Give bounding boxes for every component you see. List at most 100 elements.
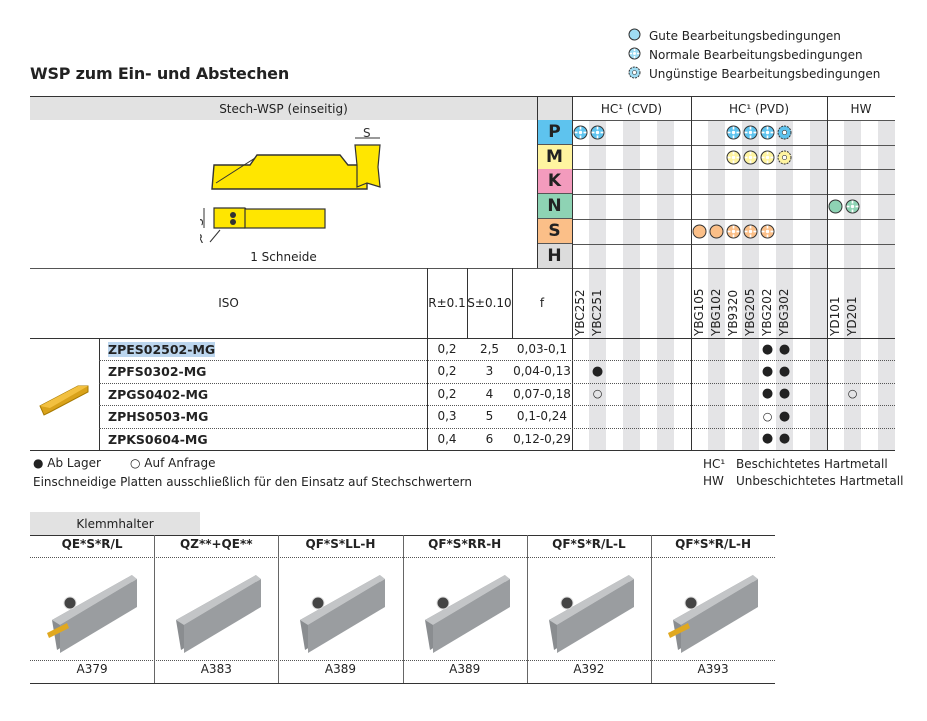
holder-name[interactable]: QZ**+QE** (180, 537, 253, 551)
unfavorable-condition-icon (776, 120, 793, 145)
holder-page[interactable]: A383 (200, 662, 232, 676)
material-m: M (537, 144, 572, 170)
hc-text: Beschichtetes Hartmetall (736, 457, 888, 471)
feed-value: 0,03-0,1 (516, 342, 568, 356)
material-n: N (537, 194, 572, 220)
in-stock-icon: ● (778, 431, 791, 447)
normal-condition-icon (844, 194, 861, 219)
normal-condition-icon (628, 47, 641, 63)
legend-label: Ungünstige Bearbeitungsbedingungen (649, 67, 881, 81)
legend-label: Gute Bearbeitungsbedingungen (649, 29, 841, 43)
s-header: S±0.10 (467, 296, 512, 310)
product-code[interactable]: ZPHS0503-MG (108, 409, 209, 425)
material-k: K (537, 169, 572, 195)
column-stripe (708, 120, 725, 450)
holder-image (539, 565, 639, 658)
holder-image (290, 565, 390, 658)
normal-condition-icon (742, 145, 759, 170)
radius-value: 0,4 (437, 431, 457, 446)
group-hc-pvd: HC¹ (PVD) (691, 97, 827, 120)
in-stock-icon: ● (761, 341, 774, 357)
feed-value: 0,07-0,18 (513, 386, 571, 401)
in-stock-icon: ● (778, 408, 791, 424)
legend-good: Gute Bearbeitungsbedingungen (628, 27, 841, 45)
holder-name[interactable]: QF*S*R/L-H (675, 537, 752, 551)
column-stripe (623, 120, 640, 450)
holder-image (166, 565, 266, 658)
svg-text:S: S (200, 218, 206, 226)
normal-condition-icon (725, 145, 742, 170)
column-stripe (589, 120, 606, 450)
column-stripe (810, 120, 827, 450)
product-code[interactable]: ZPKS0604-MG (108, 431, 208, 447)
normal-condition-icon (759, 145, 776, 170)
normal-condition-icon (742, 219, 759, 244)
holder-page[interactable]: A393 (697, 662, 729, 676)
width-value: 4 (485, 386, 494, 401)
in-stock-icon: ● (761, 363, 774, 379)
unfavorable-condition-icon (628, 66, 641, 82)
column-stripe (776, 120, 793, 450)
holder-name[interactable]: QF*S*RR-H (428, 537, 502, 551)
iso-header: ISO (218, 296, 239, 310)
feed-value: 0,04-0,13 (513, 364, 571, 379)
product-code[interactable]: ZPGS0402-MG (108, 386, 209, 402)
diagram-r-label: R (200, 232, 203, 246)
holder-image (42, 565, 142, 658)
column-stripe (742, 120, 759, 450)
page-title: WSP zum Ein- und Abstechen (30, 64, 290, 83)
holder-name[interactable]: QE*S*R/L (61, 537, 123, 551)
radius-value: 0,2 (437, 342, 457, 356)
hw-abbr: HW (703, 474, 724, 488)
hw-text: Unbeschichtetes Hartmetall (736, 474, 904, 488)
holder-page[interactable]: A392 (573, 662, 605, 676)
legend-label: Normale Bearbeitungsbedingungen (649, 48, 863, 62)
holder-name[interactable]: QF*S*R/L-L (552, 537, 626, 551)
material-h: H (537, 243, 572, 269)
width-value: 5 (485, 409, 494, 424)
holders-tab[interactable]: Klemmhalter (30, 512, 200, 535)
grade-label: YD201 (845, 296, 859, 336)
group-hw: HW (827, 97, 895, 120)
holder-page[interactable]: A389 (449, 662, 481, 676)
grade-label: YB9320 (726, 289, 740, 336)
grade-label: YBG302 (777, 288, 791, 336)
product-code[interactable]: ZPES02502-MG (108, 342, 216, 357)
holder-name[interactable]: QF*S*LL-H (305, 537, 376, 551)
grade-label: YBG105 (692, 288, 706, 336)
column-stripe (657, 120, 674, 450)
column-stripe (878, 120, 895, 450)
insert-header: Stech-WSP (einseitig) (30, 97, 537, 120)
radius-value: 0,3 (437, 409, 457, 424)
legend-normal: Normale Bearbeitungsbedingungen (628, 46, 863, 64)
grade-label: YD101 (828, 296, 842, 336)
holder-page[interactable]: A379 (76, 662, 108, 676)
insert-diagram: S S R (192, 125, 400, 273)
on-request-icon: ○ (762, 409, 773, 423)
feed-value: 0,1-0,24 (516, 409, 568, 424)
normal-condition-icon (572, 120, 589, 145)
product-code[interactable]: ZPFS0302-MG (108, 364, 207, 380)
legend-unfavorable: Ungünstige Bearbeitungsbedingungen (628, 65, 880, 83)
in-stock-icon: ● (761, 431, 774, 447)
holder-page[interactable]: A389 (324, 662, 357, 676)
normal-condition-icon (742, 120, 759, 145)
normal-condition-icon (759, 219, 776, 244)
insert-image (38, 378, 93, 421)
in-stock-icon: ● (761, 386, 774, 402)
on-request-icon: ○ (847, 387, 858, 401)
good-condition-icon (628, 28, 641, 44)
unfavorable-condition-icon (776, 145, 793, 170)
grade-label: YBG202 (760, 288, 774, 336)
good-condition-icon (827, 194, 844, 219)
width-value: 6 (485, 431, 494, 446)
in-stock-icon: ● (778, 363, 791, 379)
f-header: f (539, 296, 545, 310)
material-p: P (537, 120, 572, 145)
grade-label: YBG205 (743, 288, 757, 336)
normal-condition-icon (589, 120, 606, 145)
grade-label: YBG102 (709, 288, 723, 336)
material-s: S (537, 218, 572, 244)
normal-condition-icon (725, 120, 742, 145)
group-hc-cvd: HC¹ (CVD) (572, 97, 691, 120)
